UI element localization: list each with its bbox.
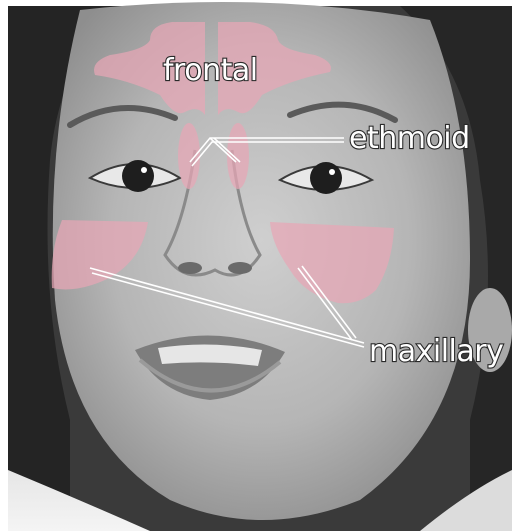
ethmoid-label: ethmoid: [349, 121, 470, 156]
maxillary-label: maxillary: [369, 334, 503, 369]
frontal-label: frontal: [163, 53, 258, 88]
ethmoid-sinus-left: [178, 123, 200, 189]
